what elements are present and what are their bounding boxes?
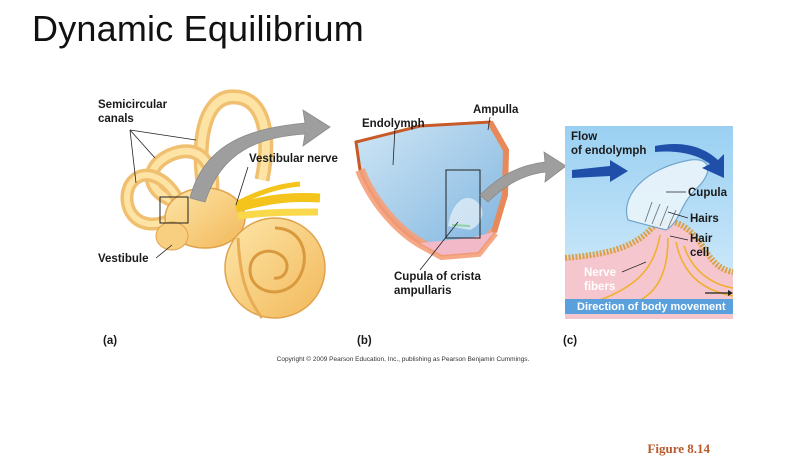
label-vestibular-nerve: Vestibular nerve — [249, 153, 338, 165]
label-nerve: Nerve — [584, 267, 616, 279]
panel-label-c: (c) — [563, 335, 578, 347]
label-ampulla: Ampulla — [473, 104, 519, 116]
label-semicircular: Semicircular — [98, 99, 168, 111]
label-canals: canals — [98, 113, 134, 125]
zoom-arrow-a-to-b — [189, 109, 331, 203]
label-cupula-crista-line1: Cupula of crista — [394, 271, 481, 283]
label-vestibule: Vestibule — [98, 253, 149, 265]
panel-label-a: (a) — [103, 335, 118, 347]
figure-reference: Figure 8.14 — [647, 441, 710, 456]
zoom-arrow-b-to-c — [479, 151, 567, 203]
copyright-notice: Copyright © 2009 Pearson Education, Inc.… — [276, 356, 530, 363]
inner-ear-drawing — [120, 89, 326, 319]
label-endolymph: Endolymph — [362, 118, 425, 130]
label-of-endolymph: of endolymph — [571, 145, 647, 157]
page-title: Dynamic Equilibrium — [32, 8, 364, 49]
label-direction-of-body-movement: Direction of body movement — [577, 301, 726, 313]
label-flow: Flow — [571, 131, 598, 143]
label-cupula-crista-line2: ampullaris — [394, 285, 452, 297]
panel-label-b: (b) — [357, 335, 372, 347]
label-fibers: fibers — [584, 281, 616, 293]
crista-detail-drawing — [564, 126, 734, 319]
ampulla-drawing — [354, 116, 510, 271]
label-cupula: Cupula — [688, 187, 727, 199]
label-hairs: Hairs — [690, 213, 719, 225]
label-hair: Hair — [690, 233, 713, 245]
label-cell: cell — [690, 247, 710, 259]
